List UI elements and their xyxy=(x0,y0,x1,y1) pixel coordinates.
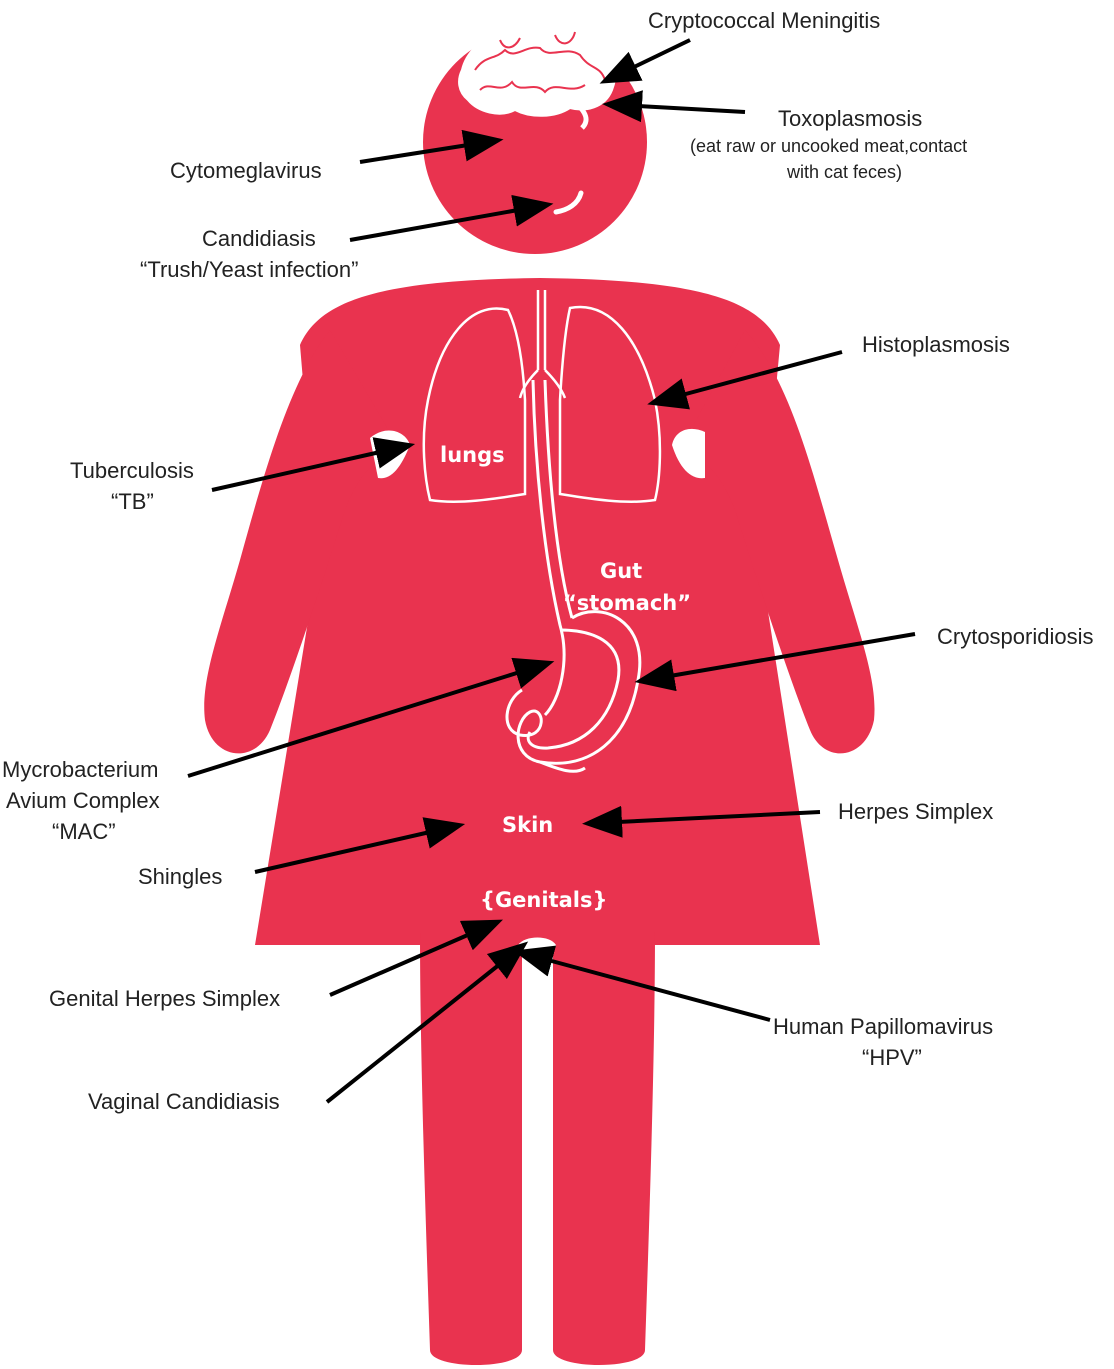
label-herpes-simplex: Herpes Simplex xyxy=(838,799,993,824)
arrow-toxoplasmosis xyxy=(638,106,745,112)
label-toxoplasmosis-note-1: (eat raw or uncooked meat,contact xyxy=(690,136,967,156)
label-shingles: Shingles xyxy=(138,864,222,889)
label-candidiasis-note: “Trush/Yeast infection” xyxy=(140,257,358,282)
label-hpv-2: “HPV” xyxy=(862,1045,922,1070)
organ-label-gut: Gut xyxy=(600,559,642,583)
organ-label-skin: Skin xyxy=(502,813,553,837)
label-histoplasmosis: Histoplasmosis xyxy=(862,332,1010,357)
label-candidiasis: Candidiasis xyxy=(202,226,316,251)
label-tuberculosis-note: “TB” xyxy=(111,489,154,514)
organ-label-stomach: “stomach” xyxy=(563,591,691,615)
label-mac-2: Avium Complex xyxy=(6,788,160,813)
label-mac-3: “MAC” xyxy=(52,819,116,844)
label-tuberculosis: Tuberculosis xyxy=(70,458,194,483)
label-vaginal-candidiasis: Vaginal Candidiasis xyxy=(88,1089,280,1114)
label-cytomegalavirus: Cytomeglavirus xyxy=(170,158,322,183)
organ-label-genitals: {Genitals} xyxy=(480,888,607,912)
label-cryptococcal: Cryptococcal Meningitis xyxy=(648,8,880,33)
arrow-cryptococcal xyxy=(632,40,690,68)
label-toxoplasmosis-note-2: with cat feces) xyxy=(786,162,902,182)
label-mac-1: Mycrobacterium xyxy=(2,757,158,782)
right-leg xyxy=(553,930,655,1365)
label-hpv-1: Human Papillomavirus xyxy=(773,1014,993,1039)
label-crytosporidiosis: Crytosporidiosis xyxy=(937,624,1094,649)
left-leg xyxy=(420,930,522,1365)
label-toxoplasmosis: Toxoplasmosis xyxy=(778,106,922,131)
organ-label-lungs: lungs xyxy=(440,443,505,467)
label-genital-herpes: Genital Herpes Simplex xyxy=(49,986,280,1011)
